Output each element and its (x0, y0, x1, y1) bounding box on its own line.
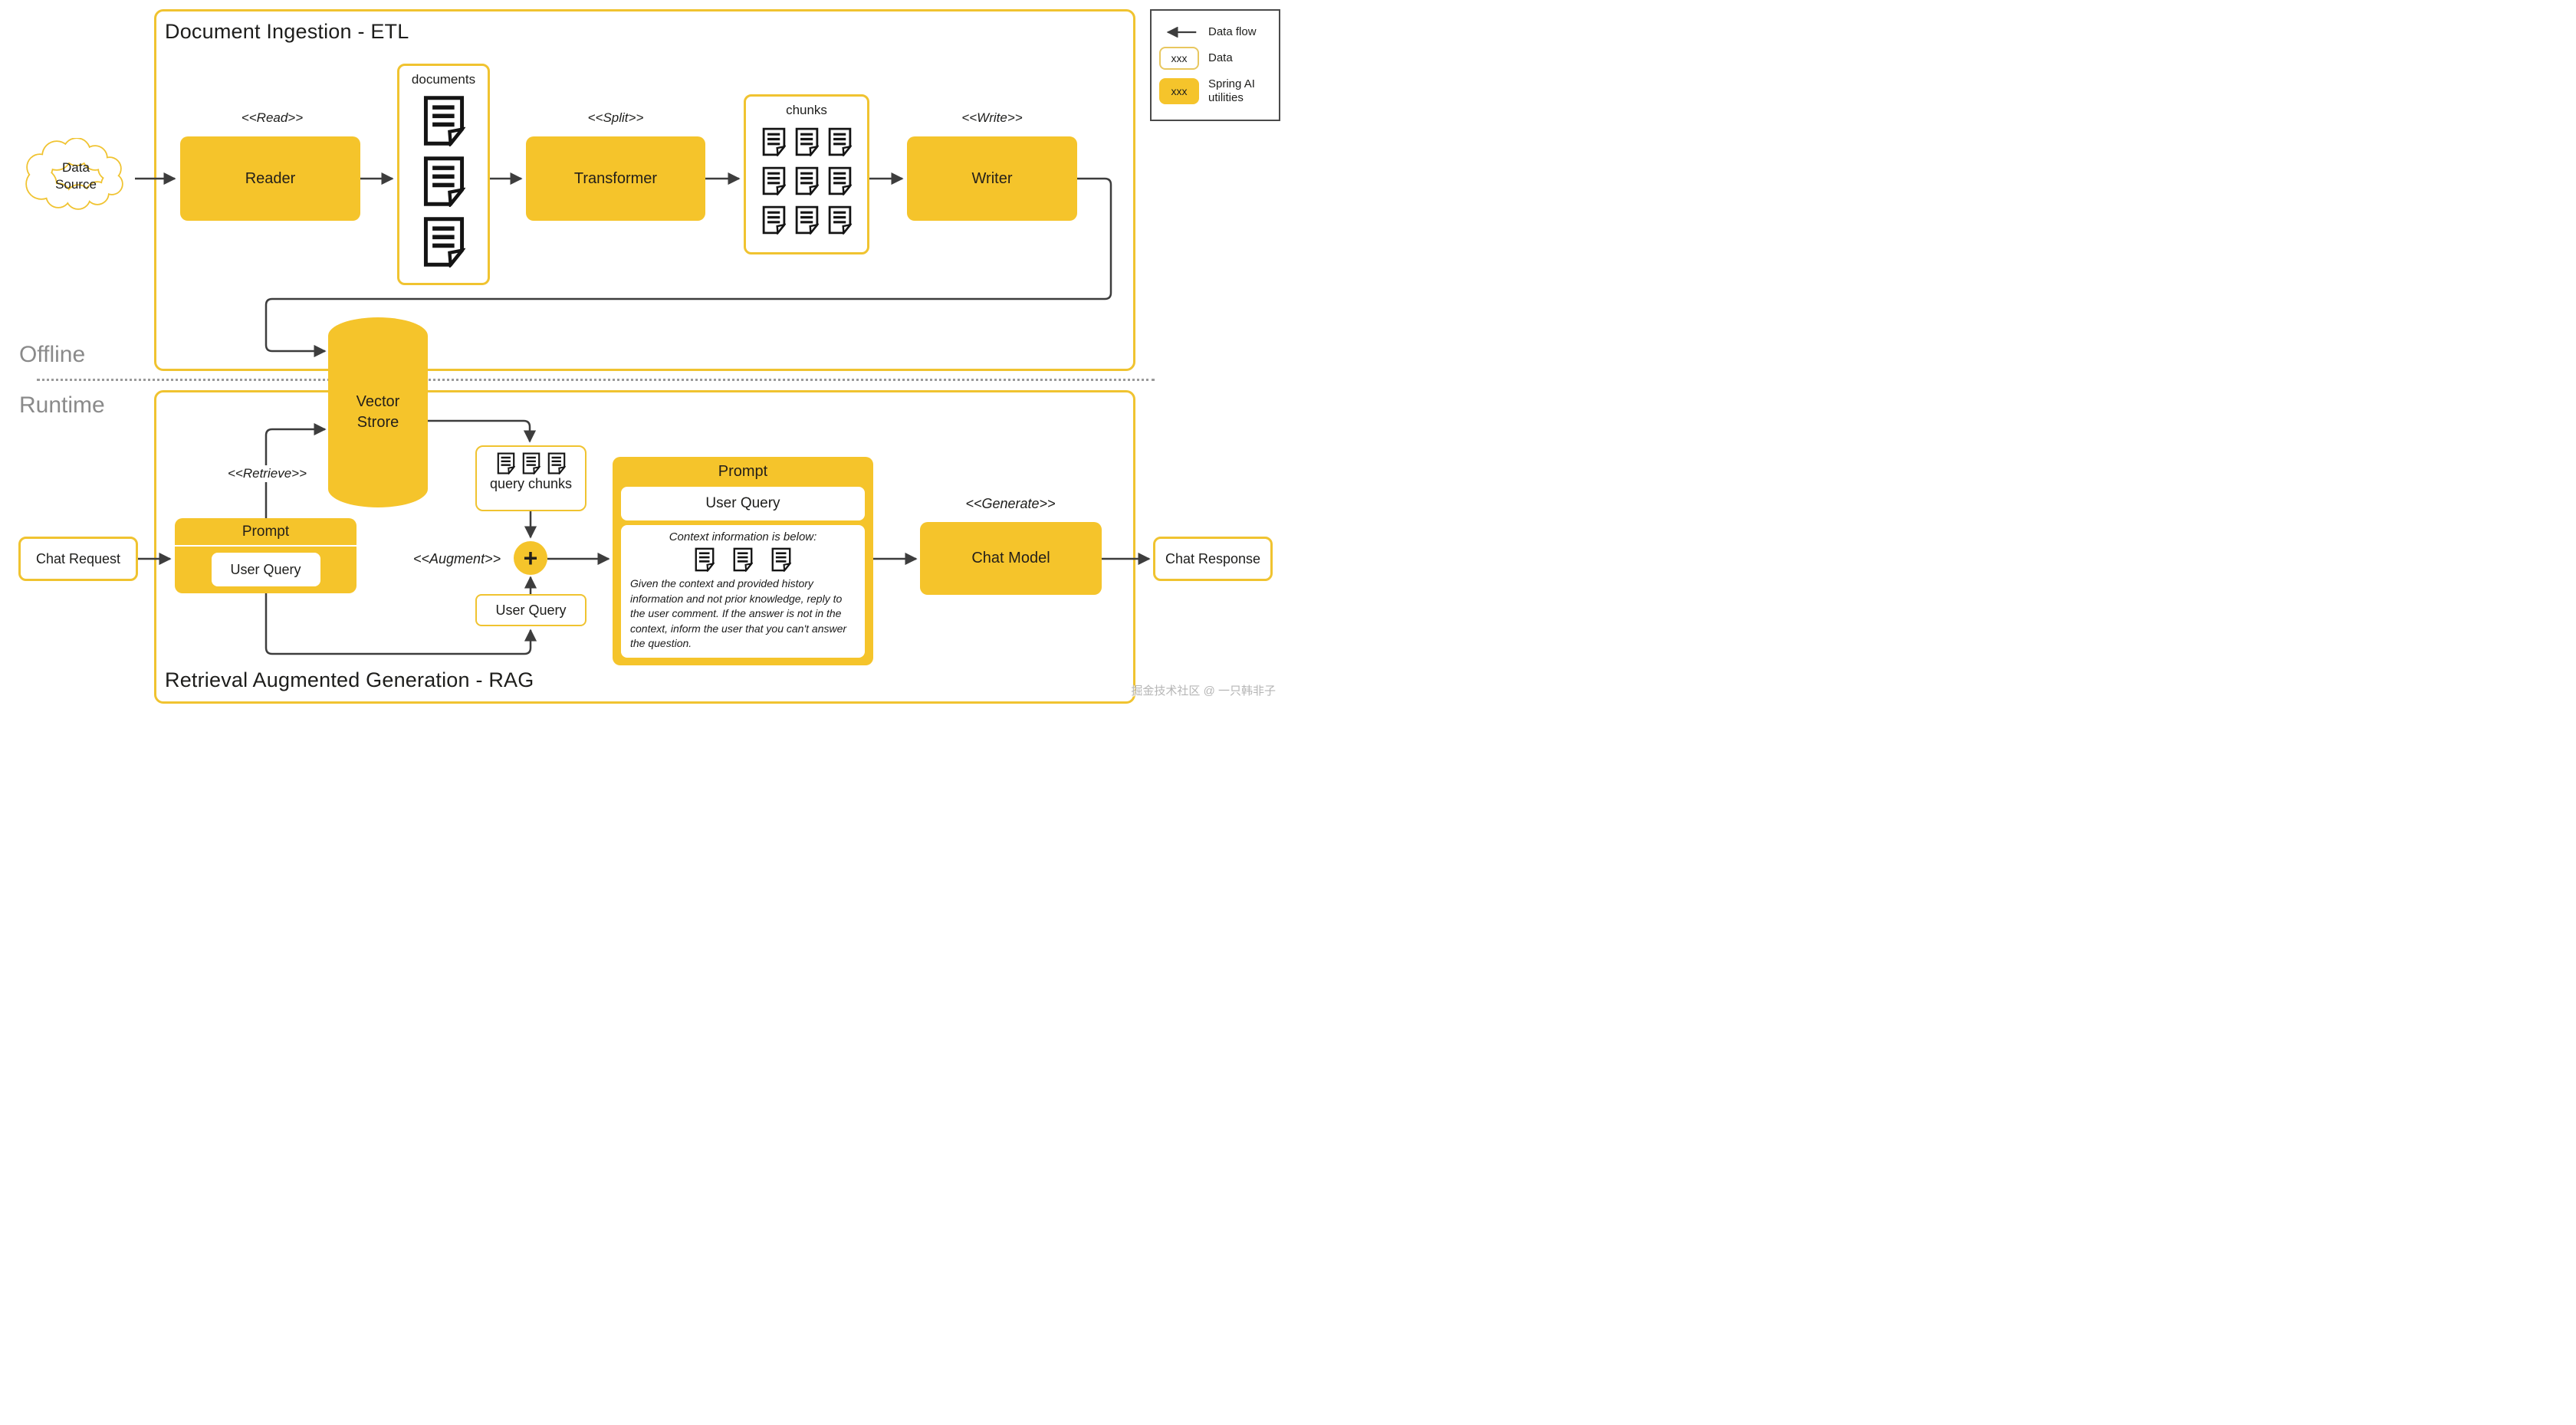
read-stereotype: <<Read>> (230, 110, 314, 126)
prompt-big-content: Context information is below: Given the … (621, 525, 865, 658)
prompt-small-title: Prompt (242, 524, 290, 540)
arrow-prompt-to-userquery (264, 593, 537, 655)
prompt-separator (175, 545, 356, 547)
document-icon (762, 127, 786, 156)
context-document-icons (630, 547, 856, 572)
query-chunks-frame: query chunks (475, 445, 586, 511)
document-icon (762, 205, 786, 235)
document-icon (762, 166, 786, 195)
arrow-writer-to-vectorstore (264, 177, 1112, 358)
legend-row-data: xxx Data (1159, 47, 1271, 70)
document-icon (795, 127, 819, 156)
data-source-cloud: Data Source (18, 137, 133, 215)
query-chunks-icons (497, 452, 566, 474)
offline-label: Offline (19, 342, 86, 367)
document-icon (795, 205, 819, 235)
document-icon (522, 452, 540, 474)
etl-title: Document Ingestion - ETL (165, 20, 409, 43)
document-icon (422, 216, 465, 268)
data-flow-arrow-icon (1166, 27, 1197, 38)
retrieve-stereotype: <<Retrieve>> (224, 465, 310, 482)
augment-plus-icon: + (514, 541, 547, 575)
document-icon (828, 127, 852, 156)
documents-label: documents (411, 72, 476, 87)
prompt-instructions-text: Given the context and provided history i… (630, 577, 847, 650)
prompt-big-title: Prompt (718, 463, 768, 480)
document-icon (547, 452, 566, 474)
document-icon (795, 166, 819, 195)
arrow-vectorstore-to-querychunks (428, 419, 537, 443)
query-chunks-label: query chunks (489, 476, 573, 491)
document-icon (828, 166, 852, 195)
document-icon (695, 547, 715, 572)
document-icon (828, 205, 852, 235)
chat-model-node: Chat Model (920, 522, 1102, 595)
prompt-big-user-query: User Query (621, 487, 865, 520)
documents-frame: documents (397, 64, 490, 285)
document-icon (771, 547, 791, 572)
chat-response-node: Chat Response (1153, 537, 1273, 581)
document-icon (422, 156, 465, 207)
chat-request-node: Chat Request (18, 537, 138, 581)
cloud-icon (25, 137, 123, 210)
rag-title: Retrieval Augmented Generation - RAG (165, 668, 534, 691)
spring-utility-chip-icon: xxx (1159, 78, 1199, 104)
database-cylinder-icon (328, 317, 428, 507)
reader-node: Reader (180, 136, 360, 221)
legend: Data flow xxx Data xxx Spring AI utiliti… (1150, 9, 1280, 121)
prompt-big-node: Prompt User Query Context information is… (613, 457, 873, 665)
runtime-label: Runtime (19, 392, 105, 418)
legend-data-label: Data (1208, 51, 1233, 64)
user-query-node: User Query (475, 594, 586, 626)
legend-dataflow-label: Data flow (1208, 25, 1257, 38)
documents-icon-stack (422, 95, 465, 268)
write-stereotype: <<Write>> (950, 110, 1034, 126)
split-stereotype: <<Split>> (573, 110, 658, 126)
document-icon (422, 95, 465, 146)
chunks-frame: chunks (744, 94, 869, 254)
vector-store-label: Vector Strore (356, 393, 400, 431)
connector-layer (135, 172, 1151, 655)
legend-row-dataflow: Data flow (1159, 25, 1271, 39)
augment-stereotype: <<Augment>> (409, 550, 501, 568)
legend-row-spring: xxx Spring AI utilities (1159, 77, 1271, 105)
watermark: 掘金技术社区 @ 一只韩非子 (1131, 685, 1276, 698)
vector-store: Vector Strore (328, 317, 428, 507)
chunks-label: chunks (786, 103, 827, 117)
legend-spring-label: Spring AI utilities (1208, 77, 1255, 104)
transformer-node: Transformer (526, 136, 705, 221)
chunks-icon-grid (762, 127, 852, 235)
document-icon (733, 547, 753, 572)
offline-runtime-divider (37, 379, 1155, 381)
prompt-small-node: Prompt User Query (175, 518, 356, 593)
generate-stereotype: <<Generate>> (949, 495, 1072, 513)
data-source-label: Data Source (55, 159, 97, 192)
arrow-prompt-retrieve-vectorstore (264, 422, 327, 518)
context-information-label: Context information is below: (669, 530, 817, 543)
prompt-small-user-query: User Query (211, 553, 320, 586)
data-chip-icon: xxx (1159, 47, 1199, 70)
diagram-canvas: Document Ingestion - ETL Retrieval Augme… (0, 0, 1288, 713)
document-icon (497, 452, 515, 474)
writer-node: Writer (907, 136, 1077, 221)
